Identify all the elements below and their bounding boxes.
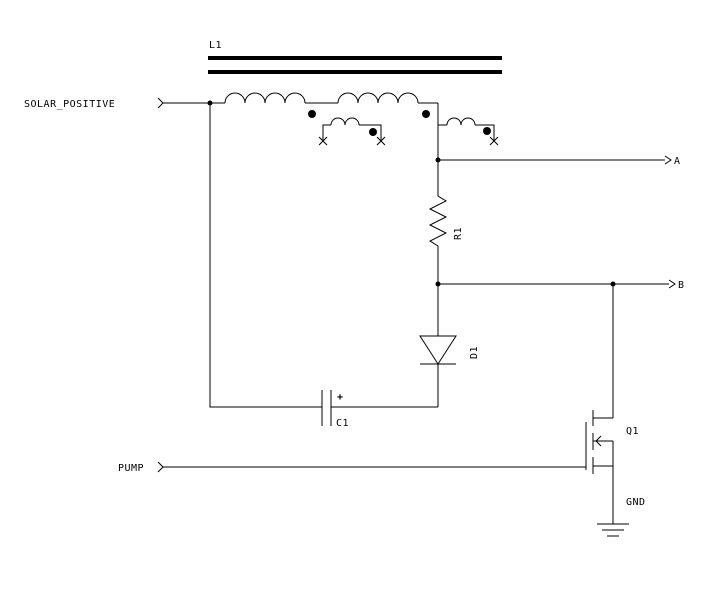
ground-symbol (597, 523, 629, 537)
secondary-winding (330, 117, 360, 126)
transformer-label: L1 (209, 40, 222, 51)
diode-d1 (419, 335, 457, 365)
transformer-core (208, 56, 502, 74)
primary-winding-1 (224, 92, 306, 104)
capacitor-polarity-mark: + (337, 392, 344, 403)
tertiary-winding-left-lead (437, 103, 447, 126)
net-a-port-arrow (664, 155, 672, 165)
no-connect-marker (376, 136, 386, 146)
pump-port-arrow (157, 461, 164, 473)
pump-label: PUMP (118, 463, 144, 474)
tertiary-winding-polarity-dot (483, 127, 491, 135)
mosfet-q1 (585, 284, 614, 474)
transistor-label: Q1 (626, 426, 639, 437)
diode-label: D1 (469, 346, 480, 359)
solar-positive-label: SOLAR_POSITIVE (24, 99, 115, 110)
no-connect-marker (489, 136, 499, 146)
tertiary-winding-right-lead (475, 124, 495, 140)
winding-2-polarity-dot (422, 110, 430, 118)
net-a-label: A (674, 156, 681, 167)
ground-label: GND (626, 497, 646, 508)
capacitor-return-wire (209, 103, 322, 408)
tertiary-winding (446, 117, 476, 126)
primary-winding-2 (337, 92, 419, 104)
winding-1-polarity-dot (308, 110, 316, 118)
resistor-r1 (428, 193, 448, 284)
secondary-winding-left-lead (322, 124, 331, 140)
secondary-winding-right-lead (359, 124, 382, 140)
net-b-port-arrow (668, 279, 676, 289)
no-connect-marker (318, 136, 328, 146)
secondary-winding-polarity-dot (369, 128, 377, 136)
resistor-label: R1 (453, 227, 464, 240)
solar-positive-port-arrow (157, 97, 164, 109)
net-b-label: B (678, 280, 685, 291)
capacitor-label: C1 (336, 418, 349, 429)
